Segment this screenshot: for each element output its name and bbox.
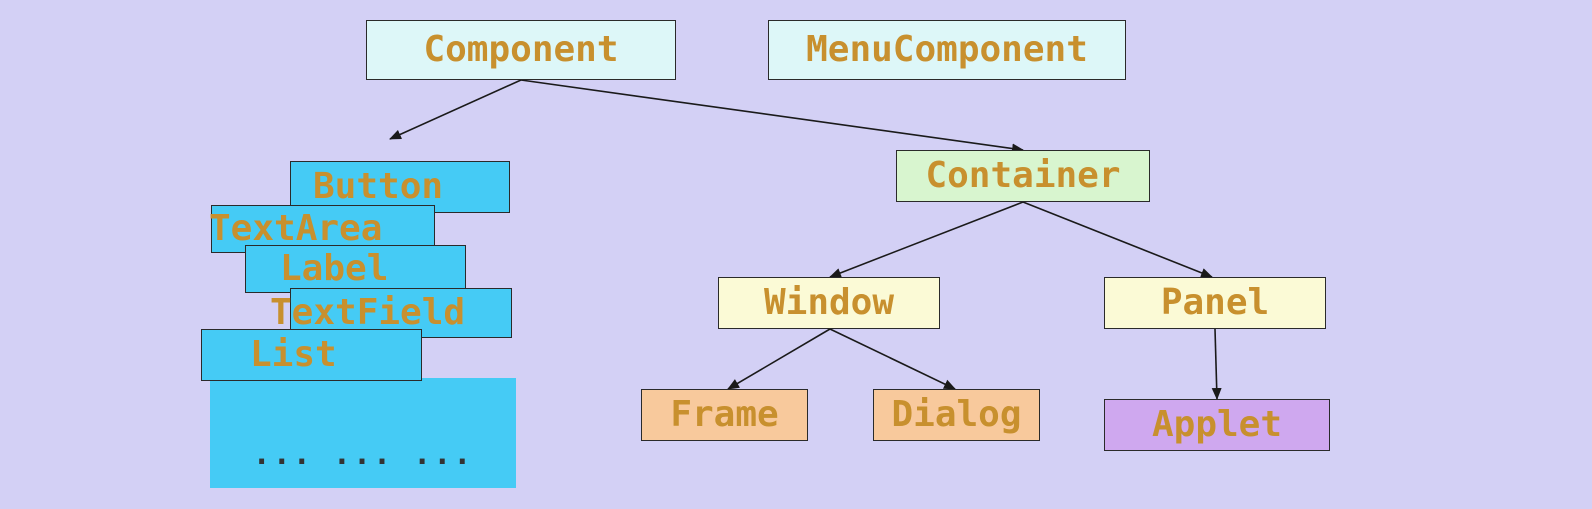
node-button: Button xyxy=(290,161,510,213)
node-window: Window xyxy=(718,277,940,329)
node-label-label: Label xyxy=(280,248,389,289)
node-button-label: Button xyxy=(313,166,444,207)
node-container: Container xyxy=(896,150,1150,202)
node-dialog-label: Dialog xyxy=(891,394,1022,435)
edge-component-to-button xyxy=(389,79,522,140)
node-panel: Panel xyxy=(1104,277,1326,329)
node-textarea-label: TextArea xyxy=(209,208,383,249)
node-frame-label: Frame xyxy=(670,394,779,435)
node-textfield-label: TextField xyxy=(270,292,466,333)
edge-container-to-window xyxy=(829,201,1024,278)
edge-container-to-panel xyxy=(1022,201,1213,278)
node-label: Label xyxy=(245,245,466,293)
node-applet-label: Applet xyxy=(1151,404,1283,445)
node-component: Component xyxy=(366,20,676,80)
node-menucomponent: MenuComponent xyxy=(768,20,1126,80)
node-more-components-label: ... ... ... xyxy=(252,437,474,472)
node-menucomponent-label: MenuComponent xyxy=(806,29,1088,70)
edge-panel-to-applet xyxy=(1211,328,1222,400)
node-frame: Frame xyxy=(641,389,808,441)
node-textfield: TextField xyxy=(270,288,512,338)
node-panel-label: Panel xyxy=(1160,282,1270,323)
node-more-components: ... ... ... xyxy=(210,378,516,488)
node-container-label: Container xyxy=(925,155,1121,196)
node-list: List xyxy=(201,329,422,381)
edge-component-to-container xyxy=(520,79,1024,154)
node-applet: Applet xyxy=(1104,399,1330,451)
edge-window-to-dialog xyxy=(829,328,956,390)
edge-window-to-frame xyxy=(727,328,831,390)
node-list-label: List xyxy=(250,334,337,375)
node-window-label: Window xyxy=(763,282,895,323)
node-component-label: Component xyxy=(423,29,619,70)
node-dialog: Dialog xyxy=(873,389,1040,441)
